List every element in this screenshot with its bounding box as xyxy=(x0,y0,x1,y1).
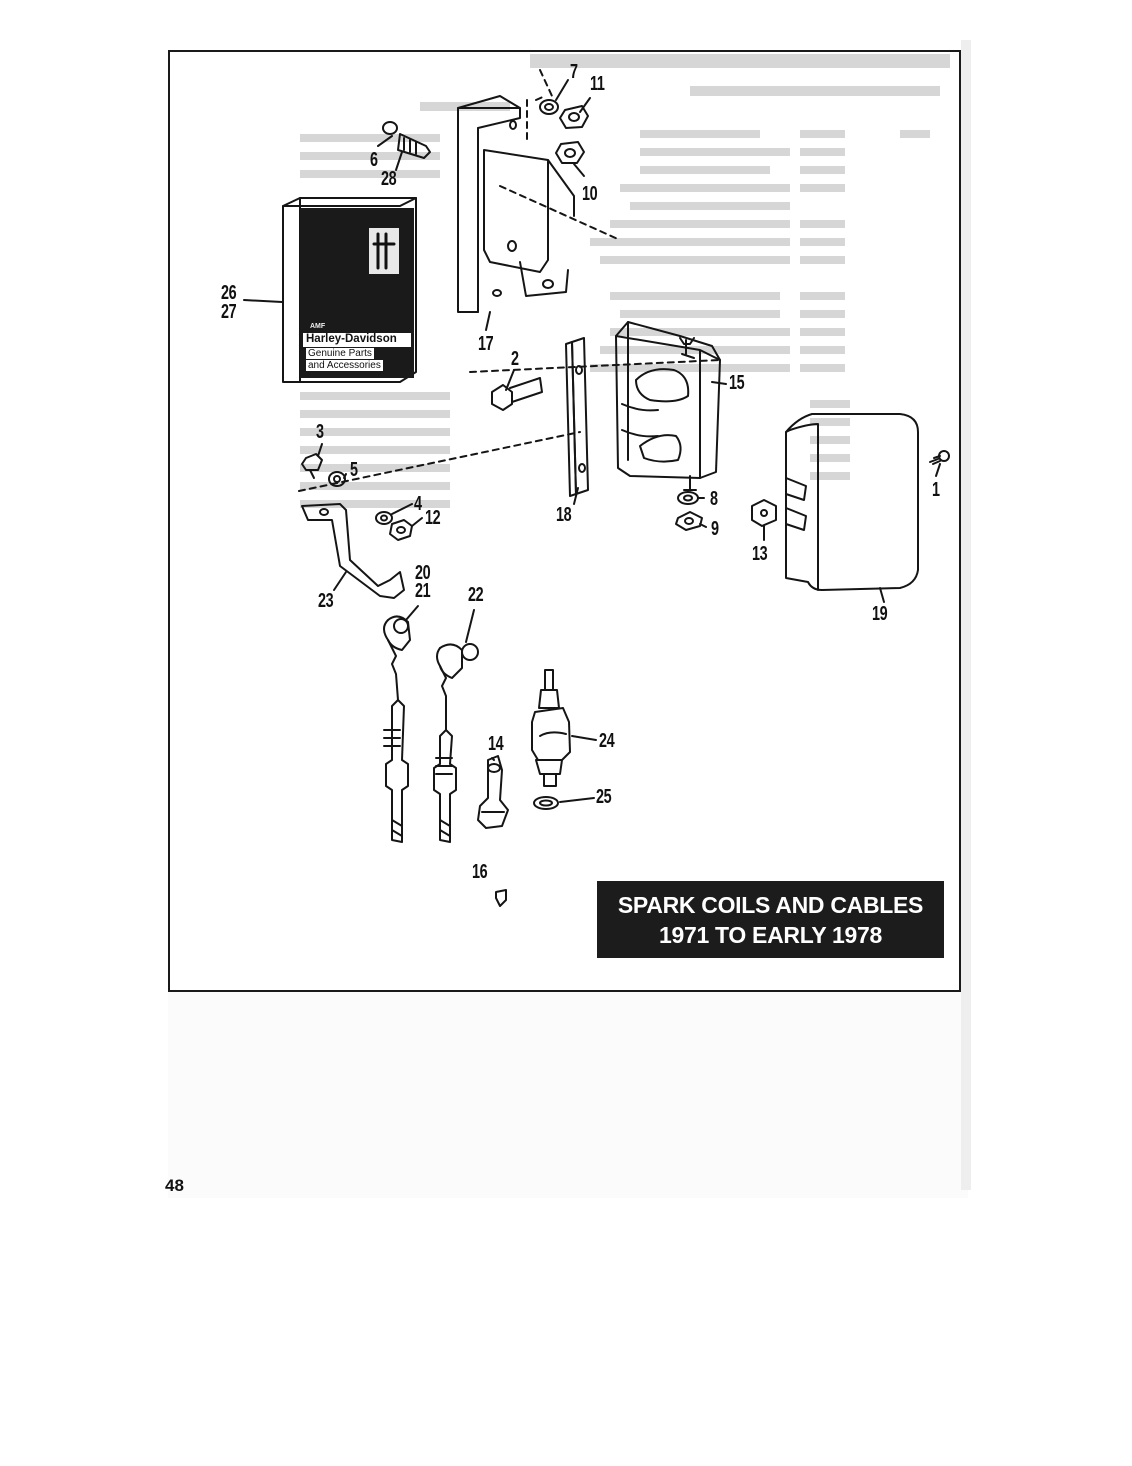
page-number: 48 xyxy=(165,1176,184,1195)
callout-9: 9 xyxy=(711,518,719,540)
nut-10 xyxy=(555,141,585,164)
bolt-2 xyxy=(491,377,543,411)
diagram-title-box: SPARK COILS AND CABLES 1971 TO EARLY 197… xyxy=(597,881,944,958)
callout-4: 4 xyxy=(414,493,422,515)
coil-15 xyxy=(615,321,721,491)
callout-19: 19 xyxy=(872,603,888,625)
cable-22 xyxy=(433,643,479,843)
scan-margin xyxy=(168,992,968,1198)
callout-11: 11 xyxy=(590,73,605,95)
cover-19 xyxy=(785,413,919,591)
nut-9 xyxy=(675,511,703,531)
bracket-23 xyxy=(301,503,405,599)
callout-25: 25 xyxy=(596,786,612,808)
callout-27: 27 xyxy=(221,301,237,323)
callout-17: 17 xyxy=(478,333,494,355)
manual-brand-band xyxy=(303,333,411,347)
manual-line-3: and Accessories xyxy=(306,360,383,371)
callout-12: 12 xyxy=(425,507,441,529)
callout-1: 1 xyxy=(932,479,940,501)
callout-7: 7 xyxy=(570,61,578,83)
boot-14 xyxy=(477,755,509,829)
callout-23: 23 xyxy=(318,590,334,612)
callout-26: 26 xyxy=(221,282,237,304)
callout-28: 28 xyxy=(381,168,397,190)
callout-21: 21 xyxy=(415,580,431,602)
washer-5 xyxy=(328,471,346,487)
callout-20: 20 xyxy=(415,562,431,584)
manual-brand: Harley-Davidson xyxy=(306,333,397,345)
callout-15: 15 xyxy=(729,372,745,394)
strap-18 xyxy=(565,337,589,497)
callout-10: 10 xyxy=(582,183,598,205)
callout-14: 14 xyxy=(488,733,504,755)
callout-16: 16 xyxy=(472,861,488,883)
callout-5: 5 xyxy=(350,459,358,481)
scan-edge xyxy=(961,40,971,1190)
title-line-2: 1971 TO EARLY 1978 xyxy=(658,922,883,948)
title-line-1: SPARK COILS AND CABLES xyxy=(617,892,924,918)
manual-logo-text: AMF xyxy=(310,323,326,330)
callout-8: 8 xyxy=(710,488,718,510)
callout-13: 13 xyxy=(752,543,768,565)
screw-3 xyxy=(301,453,323,479)
washer-4 xyxy=(375,511,393,525)
nut-11 xyxy=(559,105,589,129)
washer-8 xyxy=(677,491,699,505)
clip-13 xyxy=(751,499,777,527)
callout-3: 3 xyxy=(316,421,324,443)
bracket-17 xyxy=(457,95,575,313)
gasket-25 xyxy=(533,796,559,810)
callout-18: 18 xyxy=(556,504,572,526)
manual-line-2: Genuine Parts xyxy=(306,348,374,359)
callout-2: 2 xyxy=(511,348,519,370)
screw-1 xyxy=(929,450,950,465)
washer-7 xyxy=(539,99,559,115)
nut-16 xyxy=(495,889,507,907)
callout-24: 24 xyxy=(599,730,615,752)
spark-plug-24 xyxy=(531,669,571,787)
bleed-through-texture xyxy=(300,54,950,508)
cable-20-21 xyxy=(383,615,411,843)
nut-12 xyxy=(389,519,413,541)
callout-22: 22 xyxy=(468,584,484,606)
stud-6-28 xyxy=(382,121,431,159)
callout-6: 6 xyxy=(370,149,378,171)
